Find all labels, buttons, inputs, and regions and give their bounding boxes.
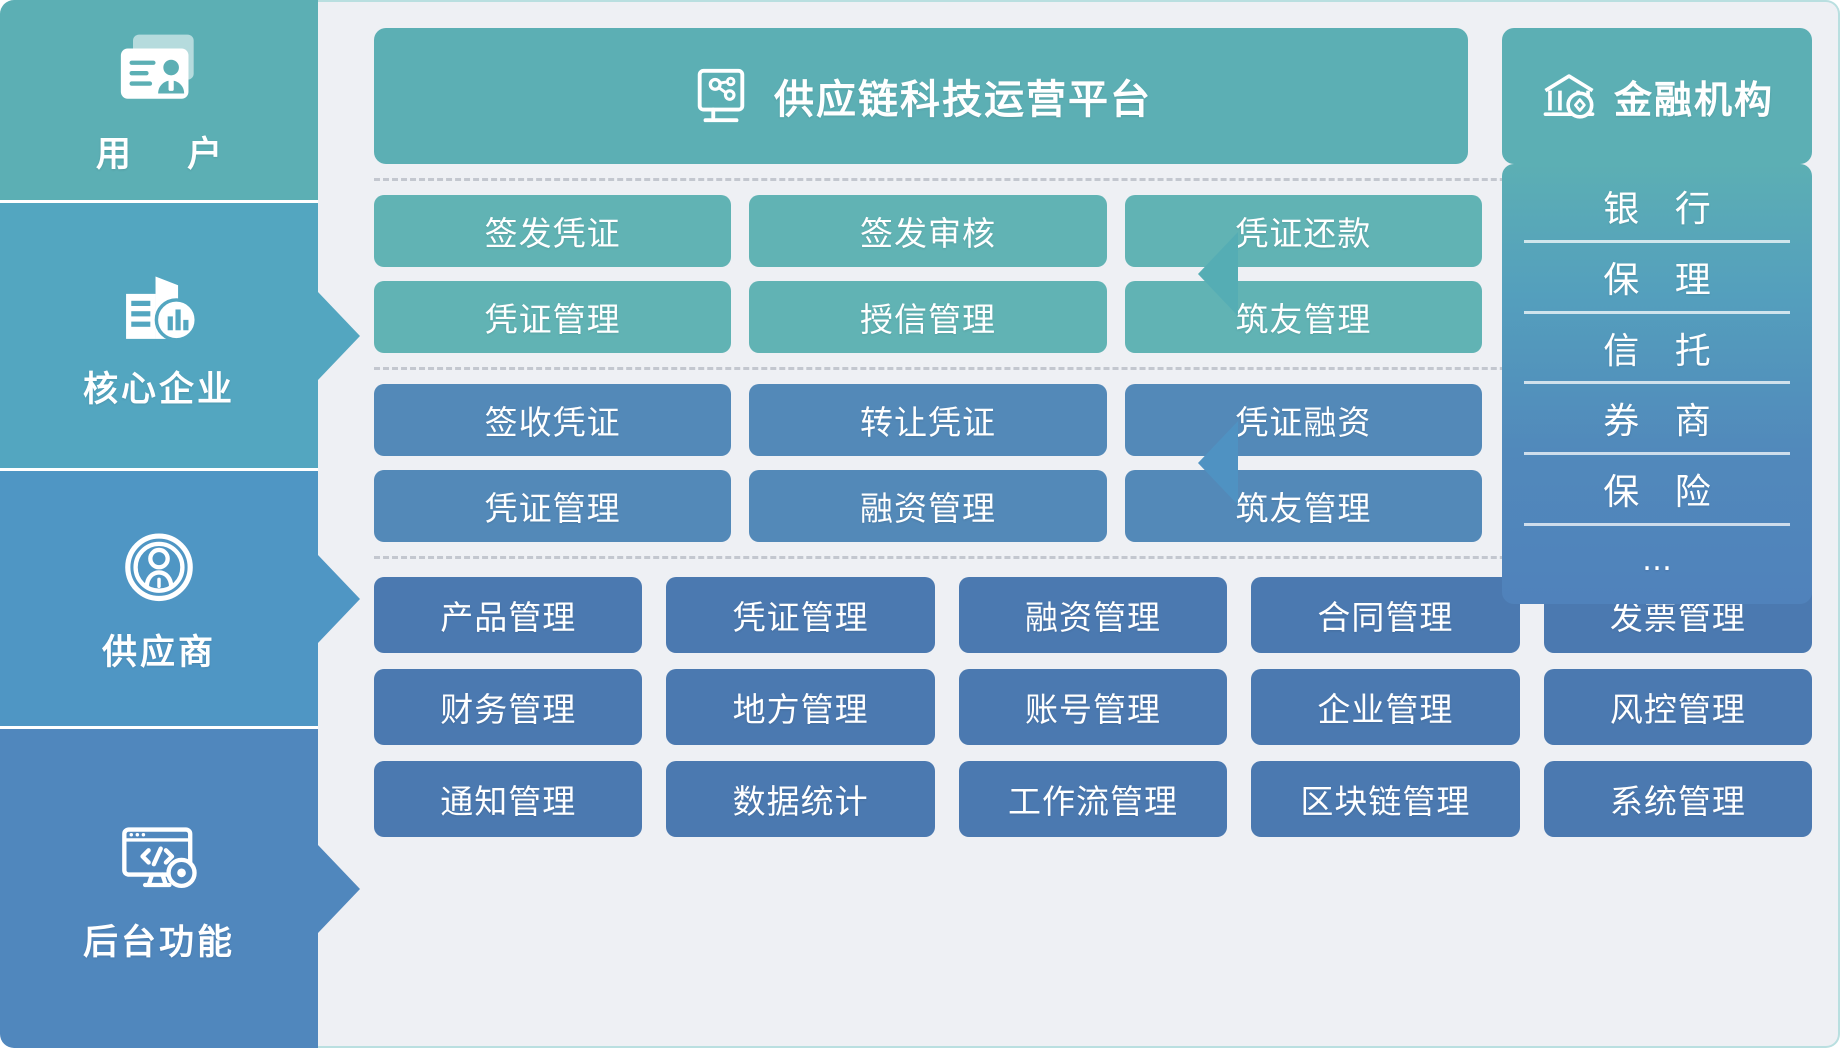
function-card[interactable]: 授信管理 <box>749 281 1107 353</box>
top-band: 供应链科技运营平台 金融机构 <box>374 28 1812 164</box>
user-circle-icon <box>107 522 211 616</box>
card-row: 通知管理 数据统计 工作流管理 区块链管理 系统管理 <box>374 761 1813 837</box>
function-card[interactable]: 风控管理 <box>1543 669 1813 745</box>
sidebar-item-label: 用 户 <box>95 134 245 175</box>
supplier-cards: 签收凭证 转让凭证 凭证融资 凭证管理 融资管理 筑友管理 <box>374 384 1482 542</box>
sidebar-item-label: 核心企业 <box>82 370 235 410</box>
function-card[interactable]: 融资管理 <box>749 470 1107 542</box>
platform-title: 供应链科技运营平台 <box>774 77 1152 123</box>
divider-dashed <box>374 556 1812 559</box>
bank-coin-icon <box>1543 74 1595 119</box>
function-card[interactable]: 凭证融资 <box>1124 384 1482 456</box>
sidebar-item-core-enterprise[interactable]: 核心企业 <box>0 200 360 468</box>
finance-header[interactable]: 金融机构 <box>1502 28 1812 164</box>
function-card[interactable]: 凭证管理 <box>374 470 732 542</box>
finance-header-title: 金融机构 <box>1613 77 1774 122</box>
finance-list-item[interactable]: 保 理 <box>1524 239 1790 311</box>
card-row: 凭证管理 融资管理 筑友管理 <box>374 470 1482 542</box>
monitor-code-gear-icon <box>107 812 211 906</box>
function-card[interactable]: 数据统计 <box>666 761 935 837</box>
card-row: 财务管理 地方管理 账号管理 企业管理 风控管理 <box>374 669 1813 745</box>
function-card[interactable]: 财务管理 <box>374 669 643 745</box>
function-card[interactable]: 凭证管理 <box>666 577 935 653</box>
function-card[interactable]: 签发审核 <box>749 195 1107 267</box>
function-card[interactable]: 签发凭证 <box>374 195 732 267</box>
finance-list-item[interactable]: 信 托 <box>1524 310 1790 382</box>
card-row: 凭证管理 授信管理 筑友管理 <box>374 281 1482 353</box>
function-card[interactable]: 工作流管理 <box>958 761 1228 837</box>
function-card[interactable]: 筑友管理 <box>1124 470 1482 542</box>
function-card[interactable]: 转让凭证 <box>749 384 1107 456</box>
function-card[interactable]: 通知管理 <box>374 761 643 837</box>
divider-dashed <box>374 367 1812 370</box>
finance-list-item[interactable]: 银 行 <box>1603 188 1723 230</box>
sidebar-item-user[interactable]: 用 户 <box>0 0 318 200</box>
id-card-icon <box>107 24 211 118</box>
monitor-network-icon <box>697 68 745 123</box>
function-card[interactable]: 筑友管理 <box>1124 281 1482 353</box>
office-building-chart-icon <box>107 259 211 353</box>
function-card[interactable]: 企业管理 <box>1251 669 1520 745</box>
function-card[interactable]: 凭证管理 <box>374 281 732 353</box>
function-card[interactable]: 地方管理 <box>666 669 935 745</box>
card-row: 签收凭证 转让凭证 凭证融资 <box>374 384 1482 456</box>
center-column: 签发凭证 签发审核 凭证还款 凭证管理 授信管理 筑友管理 签收凭证 转让凭证 … <box>374 164 1813 1024</box>
card-row: 签发凭证 签发审核 凭证还款 <box>374 195 1482 267</box>
function-card[interactable]: 系统管理 <box>1543 761 1813 837</box>
function-card[interactable]: 融资管理 <box>958 577 1228 653</box>
main-panel: 供应链科技运营平台 金融机构 签发凭证 签发审核 <box>318 0 1840 1048</box>
sidebar-item-supplier[interactable]: 供应商 <box>0 468 360 726</box>
finance-list-item[interactable]: 保 险 <box>1524 452 1790 523</box>
function-card[interactable]: 账号管理 <box>958 669 1228 745</box>
backend-function-grid: 产品管理 凭证管理 融资管理 合同管理 发票管理 财务管理 地方管理 账号管理 … <box>374 573 1813 1024</box>
financial-institutions-list: 银 行 保 理 信 托 券 商 保 险 … <box>1502 164 1812 604</box>
finance-list-item[interactable]: 券 商 <box>1524 381 1790 452</box>
function-card[interactable]: 产品管理 <box>374 577 643 653</box>
finance-list-item-more[interactable]: … <box>1524 523 1790 594</box>
sidebar-item-label: 供应商 <box>101 633 216 673</box>
function-card[interactable]: 签收凭证 <box>374 384 732 456</box>
sidebar-item-backend[interactable]: 后台功能 <box>0 726 360 1048</box>
platform-banner[interactable]: 供应链科技运营平台 <box>374 28 1468 164</box>
function-card[interactable]: 凭证还款 <box>1124 195 1482 267</box>
function-card[interactable]: 区块链管理 <box>1251 761 1520 837</box>
function-card[interactable]: 合同管理 <box>1251 577 1520 653</box>
sidebar-item-label: 后台功能 <box>82 923 235 963</box>
core-enterprise-cards: 签发凭证 签发审核 凭证还款 凭证管理 授信管理 筑友管理 <box>374 195 1482 353</box>
role-sidebar: 用 户 核心企业 <box>0 0 360 1048</box>
card-row: 产品管理 凭证管理 融资管理 合同管理 发票管理 <box>374 577 1813 653</box>
divider-dashed <box>374 178 1812 181</box>
